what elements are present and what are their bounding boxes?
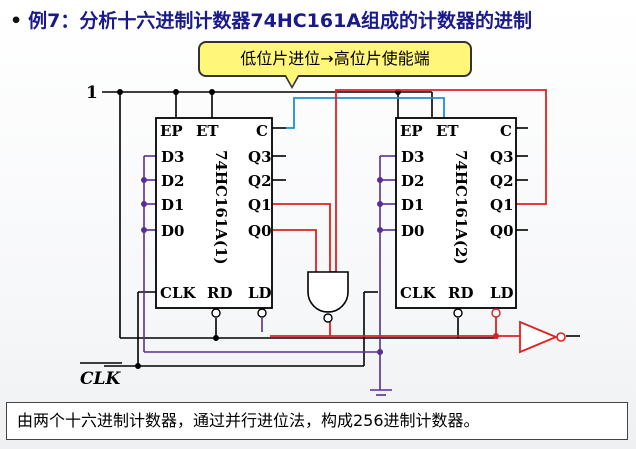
- chip-2-pin-clk: CLK: [400, 284, 436, 302]
- chip-2-pin-ep: EP: [400, 122, 423, 140]
- chip-1-pin-q1: Q1: [248, 196, 272, 214]
- chip-2-pin-et: ET: [436, 122, 459, 140]
- chip-2-pin-q0: Q0: [490, 222, 514, 240]
- data-bus-junctions: [141, 177, 383, 355]
- chip-1-pin-rd: RD: [207, 284, 232, 302]
- black-junctions: [117, 89, 401, 369]
- carry-callout: 低位片进位→高位片使能端: [198, 41, 472, 77]
- bullet: •: [10, 10, 23, 32]
- chip-1-pin-q3: Q3: [248, 148, 272, 166]
- chip-1-pin-q0: Q0: [248, 222, 272, 240]
- chip-1-pin-c: C: [256, 122, 268, 140]
- chip-2-pin-q3: Q3: [490, 148, 514, 166]
- chip-1-pin-d2: D2: [161, 172, 184, 190]
- chip-2-pin-c: C: [500, 122, 512, 140]
- chip-2-pin-q2: Q2: [490, 172, 514, 190]
- chip-1-pin-ld: LD: [248, 284, 272, 302]
- title-text: 例7：分析十六进制计数器74HC161A组成的计数器的进制: [28, 10, 533, 32]
- page-title: •例7：分析十六进制计数器74HC161A组成的计数器的进制: [10, 8, 625, 34]
- chip-1-pin-d0: D0: [161, 222, 184, 240]
- chip-2-pin-q1: Q1: [490, 196, 514, 214]
- chip-2-pin-d3: D3: [401, 148, 424, 166]
- chip-1: EP ET C D3 D2 D1 D0 Q3 Q2 Q1 Q0 CLK RD L…: [155, 117, 273, 318]
- summary-box: 由两个十六进制计数器，通过并行进位法，构成256进制计数器。: [6, 402, 628, 440]
- nand-gate: [307, 271, 349, 323]
- logic-one-label: 1: [86, 83, 98, 103]
- chip-1-pin-d1: D1: [161, 196, 184, 214]
- chip-2-name: 74HC161A(2): [452, 150, 470, 265]
- chip-1-pin-ep: EP: [160, 122, 183, 140]
- black-wires: [102, 91, 580, 367]
- carry-wire: [286, 97, 445, 129]
- chip-2-pin-d1: D1: [401, 196, 424, 214]
- chip-2-pin-ld: LD: [490, 284, 514, 302]
- chip-1-pin-d3: D3: [161, 148, 184, 166]
- clock-label: CLK: [80, 369, 121, 389]
- chip-1-pin-q2: Q2: [248, 172, 272, 190]
- chip-1-name: 74HC161A(1): [212, 150, 230, 265]
- chip-1-pin-et: ET: [196, 122, 219, 140]
- chip-1-pin-clk: CLK: [160, 284, 196, 302]
- chip-2-body: [395, 117, 517, 309]
- chip-2: EP ET C D3 D2 D1 D0 Q3 Q2 Q1 Q0 CLK RD L…: [395, 117, 517, 318]
- chip-2-pin-d2: D2: [401, 172, 424, 190]
- callout-pointer-fill: [286, 75, 298, 86]
- chip-1-body: [155, 117, 273, 309]
- chip-2-pin-d0: D0: [401, 222, 424, 240]
- chip-2-pin-rd: RD: [448, 284, 473, 302]
- inverter-gate: [519, 320, 566, 354]
